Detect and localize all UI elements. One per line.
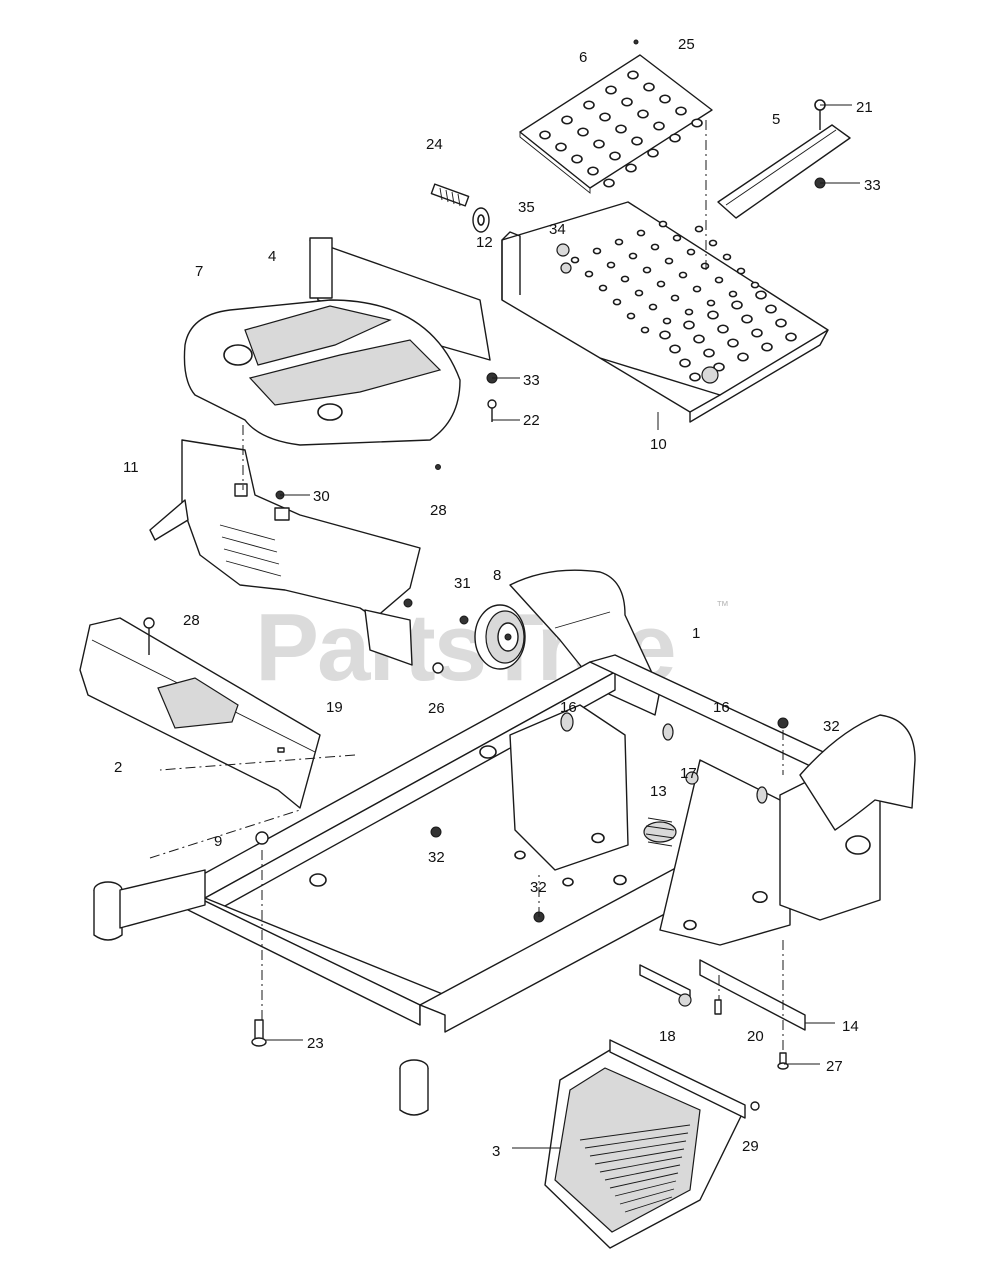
watermark-trademark: ™ bbox=[716, 598, 729, 613]
callout-28: 28 bbox=[430, 502, 447, 519]
callout-20: 20 bbox=[747, 1028, 764, 1045]
callout-2: 2 bbox=[114, 759, 122, 776]
callout-14: 14 bbox=[842, 1018, 859, 1035]
part-24-bolt bbox=[430, 183, 470, 207]
part-1-pulley bbox=[432, 604, 526, 674]
callout-24: 24 bbox=[426, 136, 443, 153]
callout-27: 27 bbox=[826, 1058, 843, 1075]
callout-pointers bbox=[265, 104, 860, 1149]
callout-25: 25 bbox=[678, 36, 695, 53]
callout-19: 19 bbox=[326, 699, 343, 716]
callout-32: 32 bbox=[823, 718, 840, 735]
part-2-front-cover bbox=[79, 617, 321, 809]
callout-29: 29 bbox=[742, 1138, 759, 1155]
part-7-fender-cover bbox=[183, 299, 461, 470]
callout-16: 16 bbox=[713, 699, 730, 716]
callout-35: 35 bbox=[518, 199, 535, 216]
callout-3: 3 bbox=[492, 1143, 500, 1160]
callout-33: 33 bbox=[523, 372, 540, 389]
callout-1: 1 bbox=[692, 625, 700, 642]
callout-32: 32 bbox=[428, 849, 445, 866]
callout-34: 34 bbox=[549, 221, 566, 238]
callout-26: 26 bbox=[428, 700, 445, 717]
hardware-bolts bbox=[251, 747, 789, 1070]
callout-6: 6 bbox=[579, 49, 587, 66]
callout-33: 33 bbox=[864, 177, 881, 194]
callout-11: 11 bbox=[123, 459, 139, 476]
part-6-perforated-plate bbox=[519, 39, 713, 194]
part-4-seat-bracket bbox=[309, 237, 498, 422]
callout-7: 7 bbox=[195, 263, 203, 280]
callout-28: 28 bbox=[183, 612, 200, 629]
callout-30: 30 bbox=[313, 488, 330, 505]
callout-18: 18 bbox=[659, 1028, 676, 1045]
callout-32: 32 bbox=[530, 879, 547, 896]
callout-21: 21 bbox=[856, 99, 873, 116]
callout-12: 12 bbox=[476, 234, 493, 251]
callout-9: 9 bbox=[214, 833, 222, 850]
callout-16: 16 bbox=[560, 699, 577, 716]
part-8-rear-bracket bbox=[509, 569, 661, 716]
part-5-bracket bbox=[717, 99, 851, 219]
callout-8: 8 bbox=[493, 567, 501, 584]
callout-22: 22 bbox=[523, 412, 540, 429]
callout-10: 10 bbox=[650, 436, 667, 453]
main-frame bbox=[93, 654, 916, 1116]
callout-31: 31 bbox=[454, 575, 471, 592]
callout-5: 5 bbox=[772, 111, 780, 128]
callout-4: 4 bbox=[268, 248, 276, 265]
callout-17: 17 bbox=[680, 765, 697, 782]
callout-23: 23 bbox=[307, 1035, 324, 1052]
part-3-grille-guard bbox=[544, 1039, 760, 1249]
callout-13: 13 bbox=[650, 783, 667, 800]
part-12-washer bbox=[472, 207, 490, 233]
part-10-foot-platform bbox=[501, 201, 829, 423]
assembly-lines bbox=[149, 120, 784, 1050]
